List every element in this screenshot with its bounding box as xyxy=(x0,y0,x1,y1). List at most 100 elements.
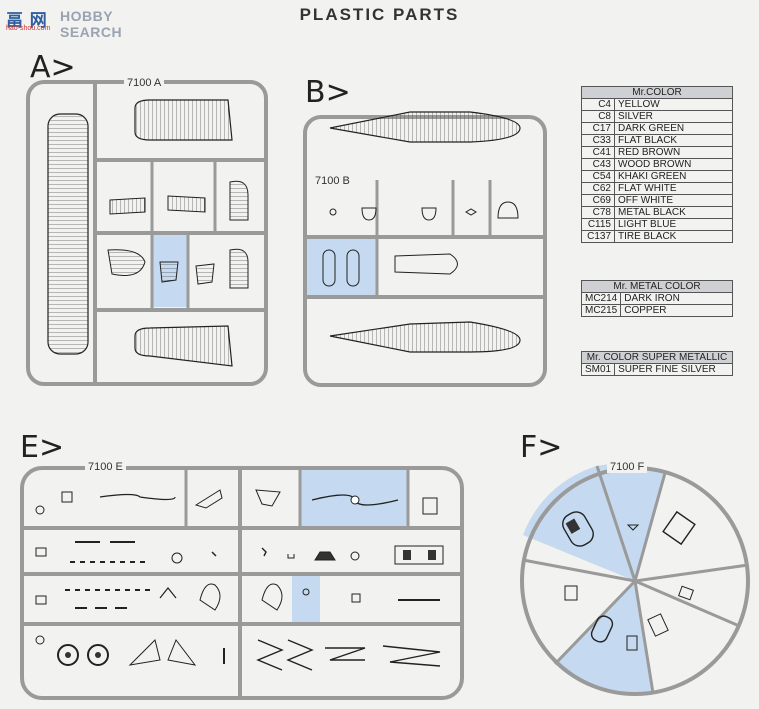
part-f-small xyxy=(626,524,640,531)
part-f-canopy-2 xyxy=(590,615,614,643)
part-wing-top xyxy=(134,99,233,141)
part-f-window xyxy=(626,635,638,651)
sprue-a xyxy=(26,80,268,386)
color-name: KHAKI GREEN xyxy=(614,170,733,183)
logo-url-text: hao-shou.com xyxy=(6,25,51,32)
color-name: FLAT BLACK xyxy=(614,134,733,147)
part-f-frame-2 xyxy=(647,613,669,637)
color-name: YELLOW xyxy=(614,98,733,111)
section-b-letter: B> xyxy=(305,75,351,110)
color-name: SUPER FINE SILVER xyxy=(614,363,733,376)
color-name: METAL BLACK xyxy=(614,206,733,219)
part-fuselage-right xyxy=(329,321,521,353)
part-e-strut-2 xyxy=(255,489,281,507)
sprue-b-highlight xyxy=(307,237,377,295)
color-code: C4 xyxy=(581,98,615,111)
part-b-cup-2 xyxy=(421,207,437,221)
site-logo: 畐 网 HOBBY SEARCH hao-shou.com xyxy=(4,2,164,40)
color-code: MC215 xyxy=(580,304,622,317)
color-name: RED BROWN xyxy=(614,146,733,159)
color-code: C41 xyxy=(581,146,615,159)
color-code: C17 xyxy=(581,122,615,135)
sprue-f-label: 7100 F xyxy=(607,461,648,473)
sprue-e-highlight-2 xyxy=(292,576,320,624)
part-b-peg xyxy=(329,208,337,216)
sprue-b-label: 7100 B xyxy=(312,175,353,187)
part-e-wheel-2 xyxy=(87,644,109,666)
part-e-axle-2 xyxy=(167,638,197,666)
color-code: C33 xyxy=(581,134,615,147)
part-a-fin-2 xyxy=(229,248,249,289)
color-name: COPPER xyxy=(620,304,733,317)
sprue-f-highlight-1 xyxy=(523,466,635,581)
part-f-canopy-1 xyxy=(562,511,594,547)
color-name: LIGHT BLUE xyxy=(614,218,733,231)
sprue-e xyxy=(20,466,464,700)
part-a-fin-1 xyxy=(229,180,249,221)
section-e-letter: E> xyxy=(20,430,65,465)
part-a-elevator-1 xyxy=(107,249,146,276)
part-f-frame-1 xyxy=(662,510,696,546)
part-e-zig-3 xyxy=(325,647,366,661)
sprue-e-label: 7100 E xyxy=(85,461,126,473)
part-b-float-1 xyxy=(322,249,336,287)
sprue-e-frame xyxy=(20,466,464,700)
color-code: C78 xyxy=(581,206,615,219)
sprue-f-highlight-2 xyxy=(597,463,665,581)
part-b-diamond xyxy=(465,208,477,216)
color-code: C8 xyxy=(581,110,615,123)
color-name: OFF WHITE xyxy=(614,194,733,207)
section-f-letter: F> xyxy=(520,430,563,465)
super-metallic-header: Mr. COLOR SUPER METALLIC xyxy=(581,351,733,364)
part-e-bracket xyxy=(61,491,73,503)
color-code: C54 xyxy=(581,170,615,183)
sprue-a-label: 7100 A xyxy=(124,77,165,89)
color-code: C115 xyxy=(581,218,615,231)
part-a-aileron-2 xyxy=(167,195,206,213)
part-e-engine xyxy=(394,545,444,565)
sprue-f xyxy=(520,463,750,696)
sprue-f-highlight-3 xyxy=(555,581,653,695)
part-e-strut-1 xyxy=(194,489,223,509)
logo-cn-text: 畐 网 xyxy=(6,11,48,30)
part-b-dome xyxy=(497,201,519,219)
part-e-box xyxy=(422,497,438,515)
part-b-float-2 xyxy=(346,249,360,287)
metal-color-header: Mr. METAL COLOR xyxy=(581,280,733,293)
part-e-zig-2 xyxy=(286,639,314,671)
part-fuselage-left xyxy=(329,111,521,143)
color-code: C62 xyxy=(581,182,615,195)
color-code: MC214 xyxy=(580,292,622,305)
part-b-cup-1 xyxy=(361,207,377,221)
color-code: C137 xyxy=(581,230,615,243)
part-a-aileron-1 xyxy=(109,197,146,215)
color-name: TIRE BLACK xyxy=(614,230,733,243)
part-e-clip-2 xyxy=(35,595,47,605)
part-a-small-1 xyxy=(195,263,215,285)
part-e-cowl-2 xyxy=(261,583,283,611)
part-e-zig-1 xyxy=(256,639,284,671)
color-name: DARK GREEN xyxy=(614,122,733,135)
part-f-block xyxy=(564,585,578,601)
part-b-floor xyxy=(394,253,458,275)
section-a-letter: A> xyxy=(30,50,76,85)
part-e-cowl-1 xyxy=(199,583,221,611)
part-e-zig-4 xyxy=(382,645,441,667)
part-long-wing xyxy=(47,113,89,355)
